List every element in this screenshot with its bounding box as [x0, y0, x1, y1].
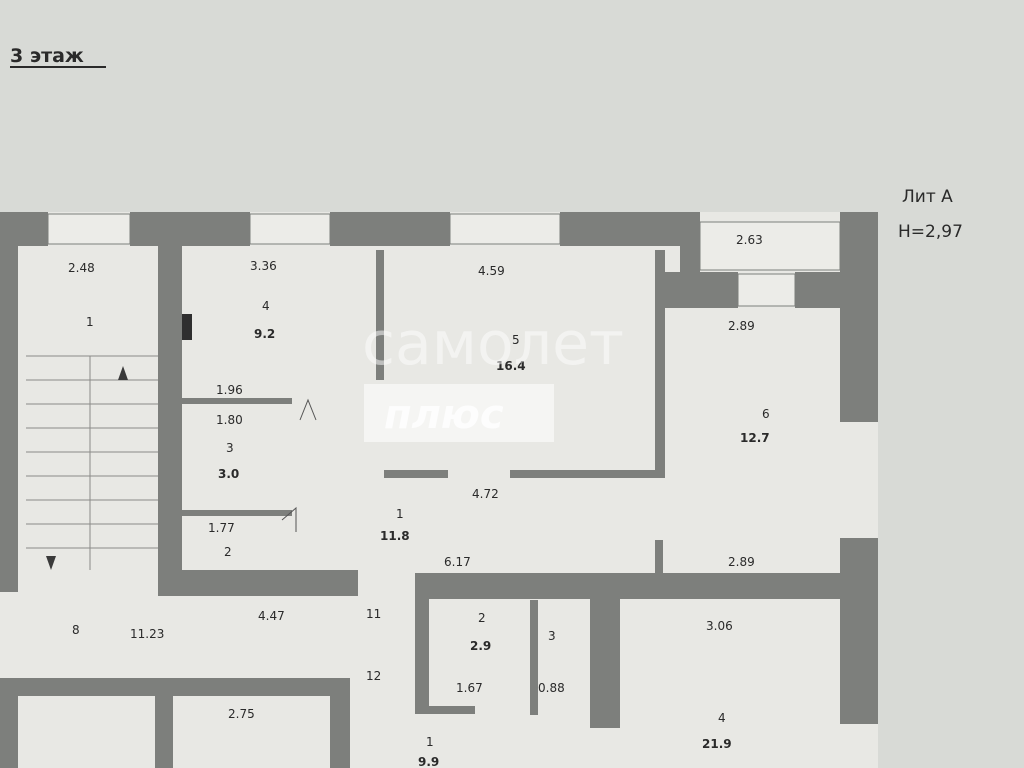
dim-4-47: 4.47: [258, 609, 285, 623]
room-1-hall-area: 11.8: [380, 529, 410, 543]
room-5-area: 16.4: [496, 359, 526, 373]
door-swing: [281, 506, 297, 532]
door-swing: [299, 398, 317, 421]
room-11-number: 11: [366, 607, 381, 621]
lit-label: Лит А: [902, 187, 953, 207]
watermark-sub: плюс: [384, 392, 504, 438]
room-12-number: 12: [366, 669, 381, 683]
room-2-number: 2: [224, 545, 232, 559]
room-4-bottom-width: 3.06: [706, 619, 733, 633]
dim-2-75: 2.75: [228, 707, 255, 721]
room-1-hall-width: 4.72: [472, 487, 499, 501]
room-5-width: 4.59: [478, 264, 505, 278]
room-6-number: 6: [762, 407, 770, 421]
room-3-bottom-number: 3: [548, 629, 556, 643]
windows: [47, 213, 841, 307]
room-8-number: 8: [72, 623, 80, 637]
room-4-number: 4: [262, 299, 270, 313]
watermark-box: [364, 384, 554, 442]
stair-up-arrow-icon: [118, 366, 128, 380]
room-2-bottom-number: 2: [478, 611, 486, 625]
stair-down-arrow-icon: [46, 556, 56, 570]
room-6-area: 12.7: [740, 431, 770, 445]
room-1-bottom-area: 9.9: [418, 755, 439, 768]
room-4-width: 3.36: [250, 259, 277, 273]
walls: [0, 212, 878, 768]
dim-1-96: 1.96: [216, 383, 243, 397]
room-1-bottom-number: 1: [426, 735, 434, 749]
room-4-bottom-number: 4: [718, 711, 726, 725]
dim-1-67: 1.67: [456, 681, 483, 695]
room-1-hall-number: 1: [396, 507, 404, 521]
dim-11-23: 11.23: [130, 627, 164, 641]
door-marker: [182, 314, 192, 340]
room-5-number: 5: [512, 333, 520, 347]
watermark-brand: самолет: [362, 309, 624, 379]
room-1-number: 1: [86, 315, 94, 329]
room-2-bottom-area: 2.9: [470, 639, 491, 653]
staircase: [26, 355, 158, 570]
dim-2-63: 2.63: [736, 233, 763, 247]
dim-6-17: 6.17: [444, 555, 471, 569]
room-4-area: 9.2: [254, 327, 275, 341]
dim-1-80: 1.80: [216, 413, 243, 427]
room-4-bottom-area: 21.9: [702, 737, 732, 751]
dim-2-89-bottom: 2.89: [728, 555, 755, 569]
room-3-area: 3.0: [218, 467, 239, 481]
room-3-number: 3: [226, 441, 234, 455]
dim-0-88: 0.88: [538, 681, 565, 695]
floor-title: 3 этаж: [10, 45, 84, 67]
dim-1-77: 1.77: [208, 521, 235, 535]
height-label: Н=2,97: [898, 222, 963, 242]
room-6-width: 2.89: [728, 319, 755, 333]
room-1-width: 2.48: [68, 261, 95, 275]
